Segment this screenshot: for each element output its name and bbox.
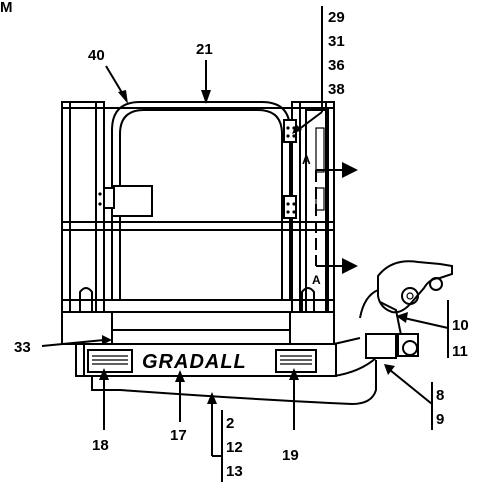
gate-hinge-box bbox=[111, 185, 153, 217]
callout-33: 33 bbox=[14, 339, 31, 356]
callout-18: 18 bbox=[92, 437, 109, 454]
callout-38: 38 bbox=[328, 81, 345, 98]
callout-31: 31 bbox=[328, 33, 345, 50]
callout-13: 13 bbox=[226, 463, 243, 480]
corner-label: M bbox=[0, 0, 13, 16]
callout-36: 36 bbox=[328, 57, 345, 74]
callout-21: 21 bbox=[196, 41, 213, 58]
rotator-housing bbox=[365, 333, 397, 359]
callout-29: 29 bbox=[328, 9, 345, 26]
gradall-logo: GRADALL bbox=[142, 351, 247, 373]
callout-11: 11 bbox=[452, 343, 468, 360]
platform-floor bbox=[61, 311, 335, 345]
callout-19: 19 bbox=[282, 447, 299, 464]
right-decal bbox=[275, 349, 317, 373]
callout-9: 9 bbox=[436, 411, 444, 428]
section-a-a: A A bbox=[302, 153, 358, 287]
right-anchor bbox=[301, 287, 315, 312]
left-decal bbox=[87, 349, 133, 373]
callout-8: 8 bbox=[436, 387, 444, 404]
callout-10: 10 bbox=[452, 317, 469, 334]
platform-base: GRADALL bbox=[75, 344, 377, 406]
callout-12: 12 bbox=[226, 439, 243, 456]
mount-bracket bbox=[333, 260, 453, 377]
left-post-outer bbox=[61, 101, 105, 313]
gate bbox=[98, 101, 297, 300]
callout-40: 40 bbox=[88, 47, 105, 64]
callout-17: 17 bbox=[170, 427, 187, 444]
section-label-bottom: A bbox=[312, 273, 321, 287]
leader-lines bbox=[41, 6, 449, 482]
section-label-top: A bbox=[302, 153, 311, 167]
callout-2: 2 bbox=[226, 415, 234, 432]
left-anchor bbox=[79, 287, 93, 312]
callouts: 40 21 29 31 36 38 33 18 17 19 2 12 13 10… bbox=[14, 9, 469, 480]
